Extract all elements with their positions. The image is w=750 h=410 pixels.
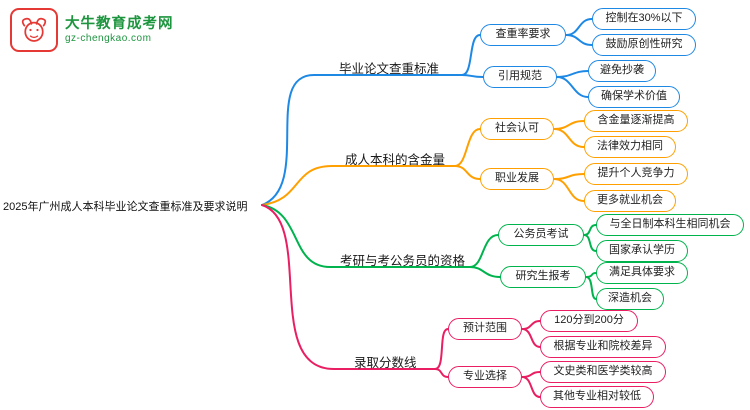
logo-subtitle: gz-chengkao.com <box>65 32 152 44</box>
branch-3-child-2: 研究生报考 <box>500 266 586 288</box>
branch-3-child-1: 公务员考试 <box>498 224 584 246</box>
bull-icon <box>10 8 58 52</box>
branch-2-child-2: 职业发展 <box>480 168 554 190</box>
leaf-node: 更多就业机会 <box>584 190 676 212</box>
branch-4-child-1: 预计范围 <box>448 318 522 340</box>
leaf-node: 确保学术价值 <box>588 86 680 108</box>
branch-1-child-2: 引用规范 <box>483 66 557 88</box>
root-node: 2025年广州成人本科毕业论文查重标准及要求说明 <box>3 201 248 213</box>
leaf-node: 根据专业和院校差异 <box>540 336 666 358</box>
branch-4-node: 录取分数线 <box>354 356 417 370</box>
leaf-node: 120分到200分 <box>540 310 638 332</box>
branch-4-child-2: 专业选择 <box>448 366 522 388</box>
branch-3-node: 考研与考公务员的资格 <box>340 254 466 268</box>
leaf-node: 满足具体要求 <box>596 262 688 284</box>
logo-title: 大牛教育成考网 <box>65 15 174 32</box>
branch-1-node: 毕业论文查重标准 <box>339 62 440 76</box>
leaf-node: 避免抄袭 <box>588 60 656 82</box>
branch-1-child-1: 查重率要求 <box>480 24 566 46</box>
leaf-node: 深造机会 <box>596 288 664 310</box>
leaf-node: 国家承认学历 <box>596 240 688 262</box>
logo-text: 大牛教育成考网 gz-chengkao.com <box>65 16 174 44</box>
leaf-node: 法律效力相同 <box>584 136 676 158</box>
leaf-node: 提升个人竞争力 <box>584 163 688 185</box>
leaf-node: 与全日制本科生相同机会 <box>596 214 744 236</box>
leaf-node: 其他专业相对较低 <box>540 386 654 408</box>
branch-2-node: 成人本科的含金量 <box>345 153 446 167</box>
branch-2-child-1: 社会认可 <box>480 118 554 140</box>
leaf-node: 控制在30%以下 <box>592 8 696 30</box>
leaf-node: 含金量逐渐提高 <box>584 110 688 132</box>
leaf-node: 文史类和医学类较高 <box>540 361 666 383</box>
leaf-node: 鼓励原创性研究 <box>592 34 696 56</box>
site-logo[interactable]: 大牛教育成考网 gz-chengkao.com <box>10 8 174 52</box>
